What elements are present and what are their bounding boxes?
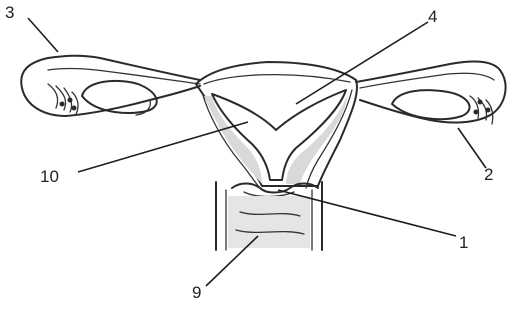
right-ovary	[392, 90, 470, 119]
right-fallopian-tube	[356, 62, 506, 123]
leader-line-10	[78, 122, 248, 172]
callout-label-10: 10	[40, 168, 59, 185]
leader-line-2	[458, 128, 486, 168]
leader-line-3	[28, 18, 58, 52]
callout-label-1: 1	[459, 234, 468, 251]
left-fimbriae	[48, 84, 78, 114]
uterine-wall-left	[202, 92, 262, 188]
left-fallopian-tube	[21, 56, 200, 116]
callout-label-9: 9	[192, 284, 201, 301]
callout-label-2: 2	[484, 166, 493, 183]
callout-label-4: 4	[428, 8, 437, 25]
callout-label-3: 3	[5, 4, 14, 21]
uterine-wall-right	[286, 90, 352, 188]
